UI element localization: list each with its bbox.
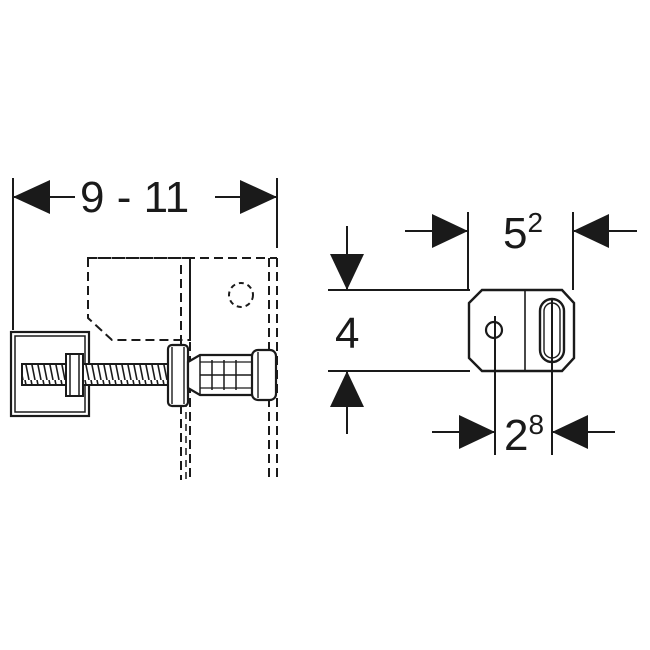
hole-spacing-label: 28 <box>504 411 544 460</box>
plate-width-base: 5 <box>503 209 528 258</box>
height-arrow-top-icon <box>330 254 364 290</box>
dashed-wall-outline <box>87 257 191 341</box>
plate-height-label: 4 <box>335 309 360 358</box>
height-arrow-bottom-icon <box>330 371 364 407</box>
threaded-rod <box>21 363 173 386</box>
plate-width-label: 52 <box>503 209 543 258</box>
spacing-arrow-left-icon <box>459 415 495 449</box>
width-arrow-left-icon <box>432 214 468 248</box>
spacing-arrow-right-icon <box>552 415 588 449</box>
plate-width-sup: 2 <box>527 207 544 238</box>
mounting-plate <box>467 288 576 373</box>
mounting-assembly <box>9 257 278 480</box>
depth-dimension <box>12 178 278 330</box>
hole-spacing-dimension <box>432 300 615 455</box>
plate-width-dimension <box>405 212 637 290</box>
hex-nut <box>65 353 84 397</box>
dashed-hole-icon <box>228 282 254 308</box>
width-arrow-right-icon <box>573 214 609 248</box>
installation-depth-label: 9 - 11 <box>80 173 190 222</box>
arrowhead-right-icon <box>240 180 277 214</box>
arrowhead-left-icon <box>13 180 50 214</box>
plug-end-cap <box>250 348 278 402</box>
plate-height-dimension <box>328 226 470 434</box>
hole-spacing-base: 2 <box>504 411 529 460</box>
hole-spacing-sup: 8 <box>528 409 545 440</box>
washer <box>166 343 190 408</box>
